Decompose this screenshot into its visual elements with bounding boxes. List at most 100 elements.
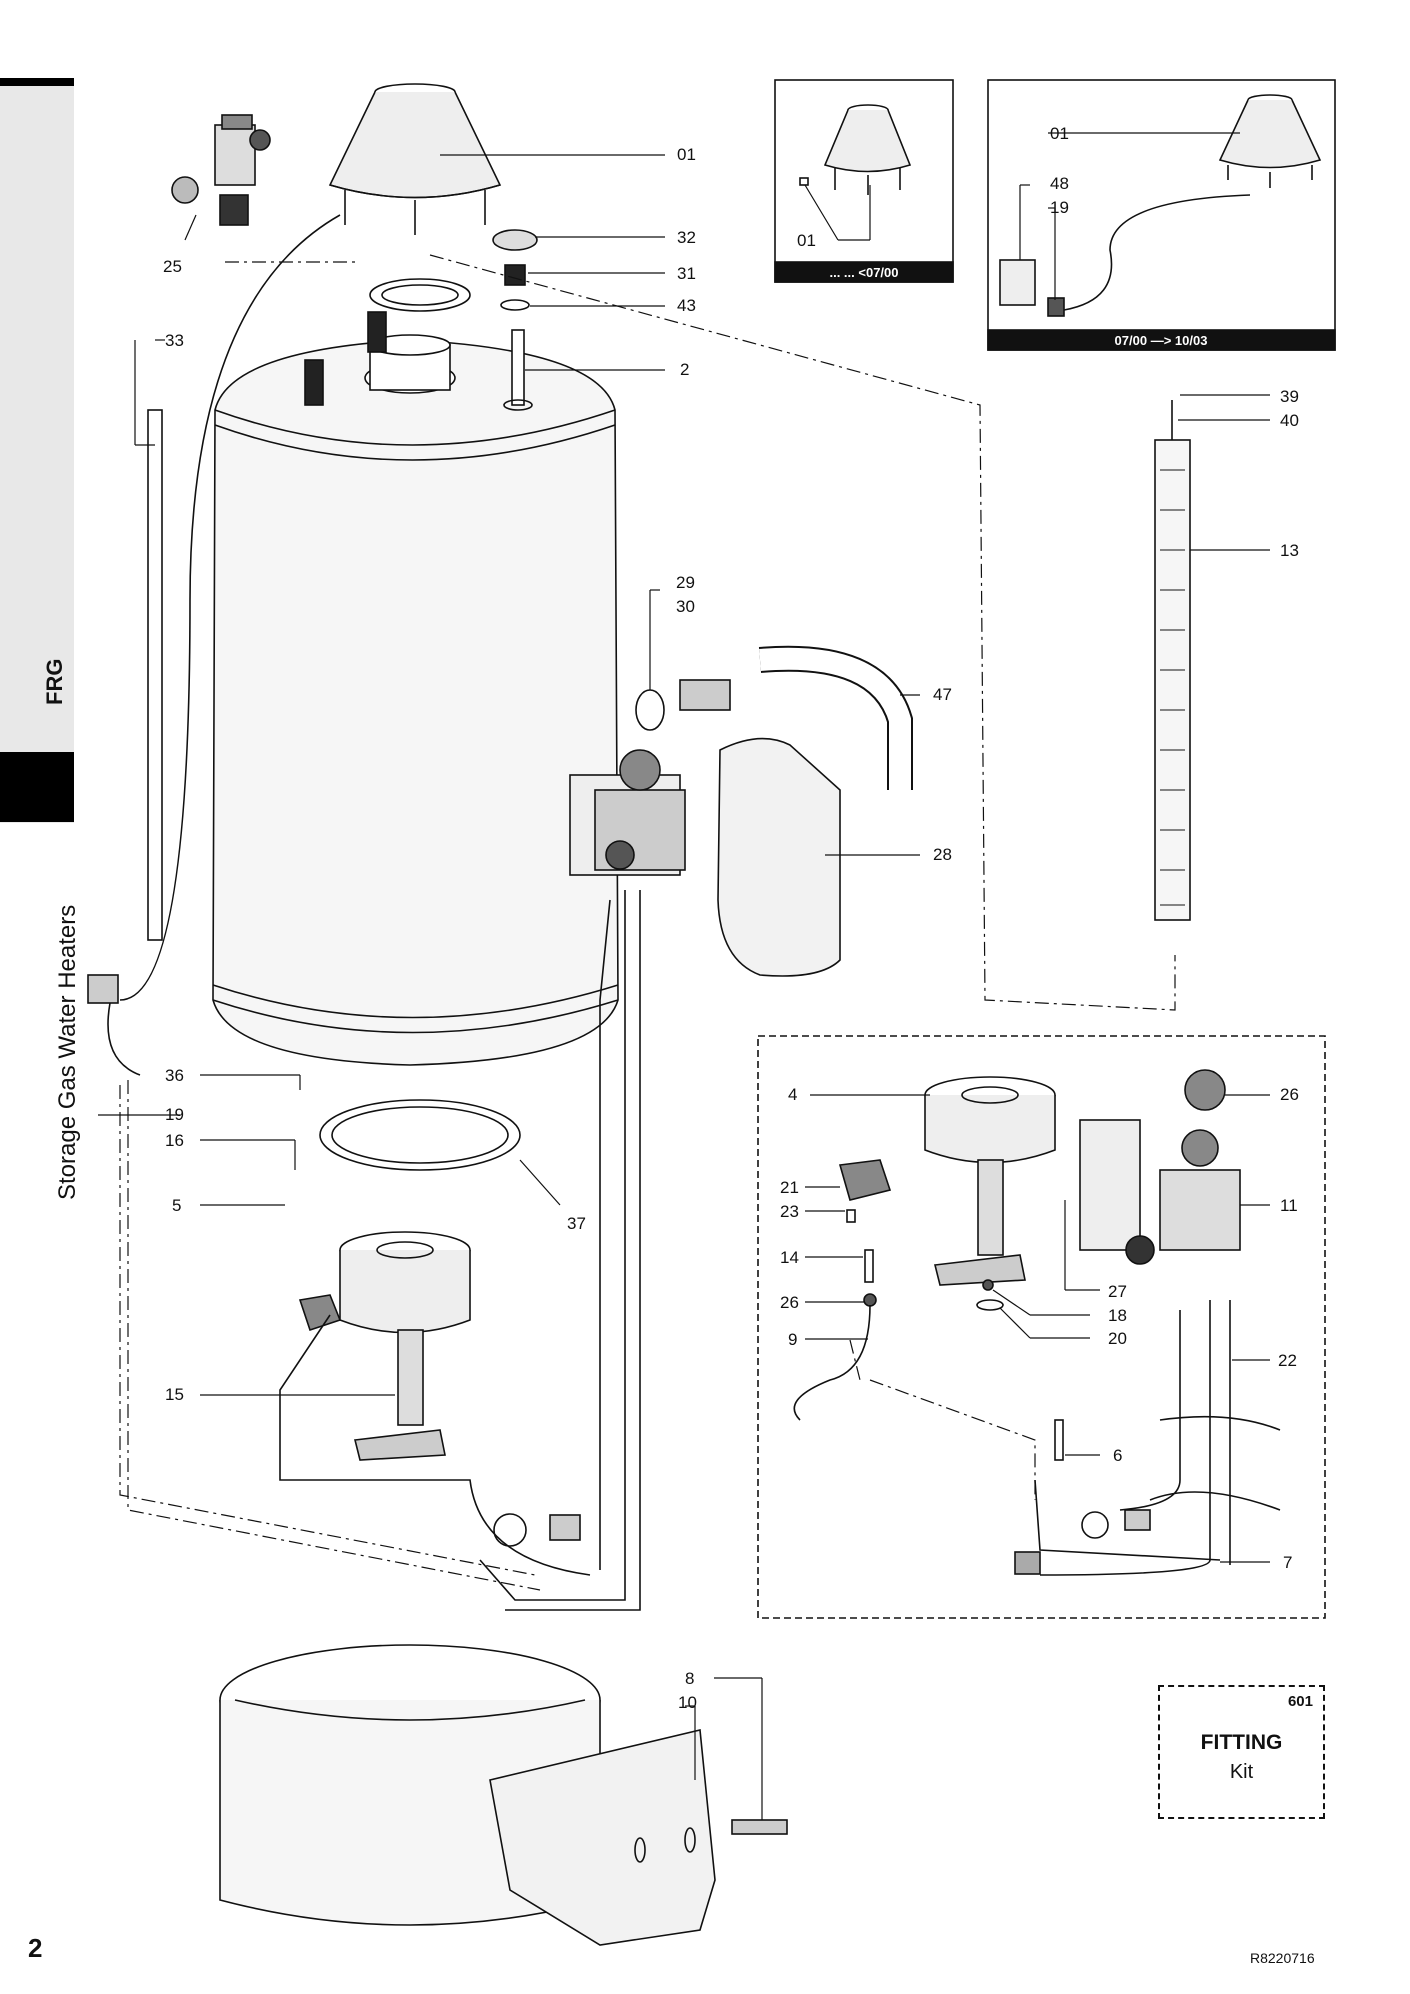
thermostat-cable xyxy=(119,214,341,1001)
kit-label-4: 4 xyxy=(788,1085,797,1104)
skirt-base xyxy=(219,1644,716,1946)
kit-subtitle: Kit xyxy=(1229,1761,1254,1783)
dip-tube xyxy=(147,409,163,941)
pilot-tube xyxy=(279,1314,591,1576)
flue-cone xyxy=(328,83,502,235)
label-31: 31 xyxy=(677,264,696,283)
label-01: 01 xyxy=(677,145,696,164)
junction-block xyxy=(549,1514,581,1541)
igniter-8 xyxy=(731,1819,788,1835)
hose-47 xyxy=(759,647,911,790)
kit-tube-7 xyxy=(1034,1479,1221,1561)
kit-washer-20 xyxy=(976,1299,1004,1311)
label-36: 36 xyxy=(165,1066,184,1085)
document-reference: R8220716 xyxy=(1250,1950,1315,1966)
inset-label-01-left: 01 xyxy=(797,231,816,250)
anode-strip xyxy=(1154,400,1191,921)
gas-tube xyxy=(479,890,626,1601)
gas-control-valve xyxy=(569,749,686,876)
label-10: 10 xyxy=(678,1693,697,1712)
kit-label-23: 23 xyxy=(780,1202,799,1221)
kit-label-20: 20 xyxy=(1108,1329,1127,1348)
main-burner xyxy=(298,1231,471,1461)
kit-label-14: 14 xyxy=(780,1248,799,1267)
kit-title: FITTING xyxy=(1200,1731,1283,1754)
control-cover xyxy=(717,737,841,977)
flue-sleeve xyxy=(367,311,387,353)
access-door xyxy=(489,1729,716,1946)
label-28: 28 xyxy=(933,845,952,864)
kit-label-6: 6 xyxy=(1113,1446,1122,1465)
label-33: 33 xyxy=(165,331,184,350)
alignment-lines xyxy=(119,254,1176,1591)
plug-31 xyxy=(504,264,526,286)
label-8: 8 xyxy=(685,1669,694,1688)
kit-label-22: 22 xyxy=(1278,1351,1297,1370)
nipple-30 xyxy=(679,679,731,711)
relief-valve xyxy=(171,114,271,226)
inset-cone-left xyxy=(799,104,912,195)
kit-label-27: 27 xyxy=(1108,1282,1127,1301)
elbow-fitting xyxy=(493,1513,527,1547)
kit-tubes-22 xyxy=(1039,1300,1281,1576)
kit-label-7: 7 xyxy=(1283,1553,1292,1572)
label-16: 16 xyxy=(165,1131,184,1150)
label-47: 47 xyxy=(933,685,952,704)
kit-detail-box xyxy=(757,1035,1326,1619)
tank-body xyxy=(212,329,619,1066)
inset-caption-bar-left xyxy=(774,261,954,283)
page-number: 2 xyxy=(28,1933,43,1963)
inset-caption-bar-right xyxy=(987,329,1336,351)
label-39: 39 xyxy=(1280,387,1299,406)
inset-caption-right: 07/00 —> 10/03 xyxy=(1115,333,1208,348)
part-labels: 01 32 31 43 2 25 33 29 30 47 28 36 19 16… xyxy=(163,124,1299,1712)
kit-pilot-21 xyxy=(838,1159,892,1201)
kit-label-21: 21 xyxy=(780,1178,799,1197)
baffle-ring xyxy=(369,278,471,312)
kit-fitting-6 xyxy=(1054,1419,1064,1461)
label-40: 40 xyxy=(1280,411,1299,430)
leader-lines xyxy=(98,132,1270,1820)
washer-43 xyxy=(500,299,530,311)
kit-info-box: 601 FITTING Kit xyxy=(1158,1685,1325,1819)
label-2: 2 xyxy=(680,360,689,379)
label-15: 15 xyxy=(165,1385,184,1404)
sidebar-top-bar xyxy=(0,78,74,86)
kit-part-23 xyxy=(846,1209,856,1223)
cap-32 xyxy=(492,229,538,251)
kit-burner-4 xyxy=(924,1076,1056,1286)
label-43: 43 xyxy=(677,296,696,315)
kit-part-14 xyxy=(864,1249,874,1283)
label-5: 5 xyxy=(172,1196,181,1215)
kit-code: 601 xyxy=(1287,1693,1313,1710)
label-32: 32 xyxy=(677,228,696,247)
kit-label-9: 9 xyxy=(788,1330,797,1349)
label-37: 37 xyxy=(567,1214,586,1233)
kit-jet-18 xyxy=(982,1279,994,1291)
support-ring xyxy=(319,1099,521,1171)
kit-label-18: 18 xyxy=(1108,1306,1127,1325)
kit-label-26-bottom: 26 xyxy=(780,1293,799,1312)
seal-29 xyxy=(635,689,665,731)
kit-label-11: 11 xyxy=(1280,1196,1298,1215)
label-19: 19 xyxy=(165,1105,184,1124)
inset-label-48: 48 xyxy=(1050,174,1069,193)
kit-knob-26a xyxy=(1184,1069,1226,1111)
kit-part-26b xyxy=(863,1293,877,1307)
label-30: 30 xyxy=(676,597,695,616)
kit-bracket-27 xyxy=(1079,1119,1141,1251)
label-13: 13 xyxy=(1280,541,1299,560)
inset-label-01-right: 01 xyxy=(1050,124,1069,143)
kit-valve-11 xyxy=(1125,1129,1241,1265)
sidebar-band xyxy=(0,78,74,823)
kit-elbow xyxy=(1081,1511,1109,1539)
sensor-block xyxy=(87,974,119,1004)
sidebar-black-tab xyxy=(0,752,74,822)
inset-caption-left: ... ... <07/00 xyxy=(829,265,898,280)
label-29: 29 xyxy=(676,573,695,592)
kit-wire-9 xyxy=(793,1304,871,1421)
label-25: 25 xyxy=(163,257,182,276)
inset-label-19: 19 xyxy=(1050,198,1069,217)
kit-label-26-top: 26 xyxy=(1280,1085,1299,1104)
